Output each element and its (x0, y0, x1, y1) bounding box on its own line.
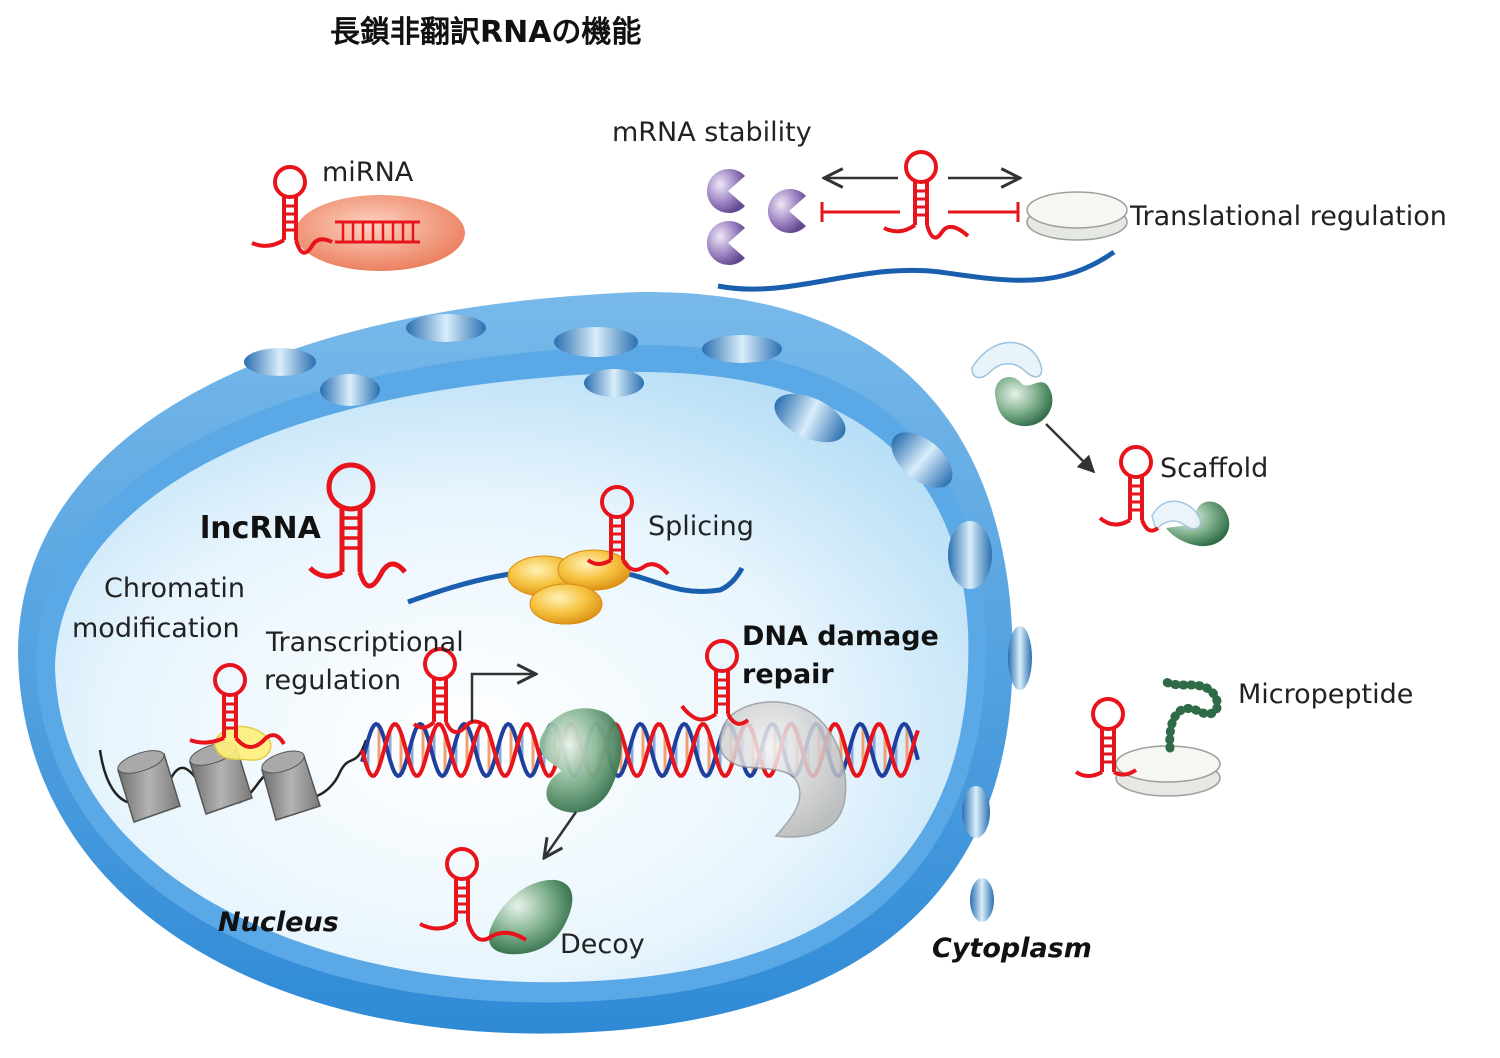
label-micropeptide: Micropeptide (1238, 679, 1414, 710)
mrna-strand (717, 249, 1116, 292)
nucleoplasm (55, 372, 969, 983)
label-scaffold: Scaffold (1160, 453, 1269, 484)
label-nucleus: Nucleus (218, 907, 339, 938)
page-title: 長鎖非翻訳RNAの機能 (330, 15, 642, 50)
label-splicing: Splicing (648, 511, 754, 542)
label-transcriptional: Transcriptional (266, 627, 464, 658)
nucleus (18, 291, 1032, 1034)
dna-repair-group (680, 639, 847, 838)
decoy-group (419, 708, 622, 955)
exonuclease-3 (706, 221, 745, 266)
label-chromatin: Chromatin (104, 573, 246, 604)
peptide-chain (1157, 675, 1222, 753)
label-repair: repair (742, 659, 834, 690)
exonuclease-1 (706, 169, 745, 213)
released-protein (488, 879, 573, 955)
mirna-complex (251, 165, 465, 271)
micropeptide-group (1074, 675, 1222, 797)
chromatin-group (98, 663, 368, 823)
tss-arrow (470, 674, 536, 722)
nucleosome-1 (117, 750, 181, 823)
label-regulation: regulation (264, 665, 402, 696)
label-cytoplasm: Cytoplasm (932, 933, 1092, 964)
mrna-stability-group (706, 150, 1128, 292)
bound-protein (539, 708, 622, 813)
label-translational-regulation: Translational regulation (1130, 201, 1447, 232)
label-modification: modification (72, 613, 240, 644)
nucleosome-3 (261, 750, 321, 821)
transcriptional-group (412, 647, 536, 734)
nuclear-pores (244, 314, 1032, 922)
scaffold-group (971, 341, 1230, 547)
label-mirna: miRNA (322, 157, 414, 188)
label-lncrna: lncRNA (200, 511, 321, 546)
repair-protein (719, 701, 847, 838)
label-decoy: Decoy (560, 929, 645, 960)
label-dna-damage: DNA damage (742, 621, 939, 652)
label-mrna-stability: mRNA stability (612, 117, 812, 148)
splicing-group (407, 485, 745, 625)
exonuclease-2 (767, 189, 806, 234)
lncrna-hairpin (308, 462, 407, 589)
